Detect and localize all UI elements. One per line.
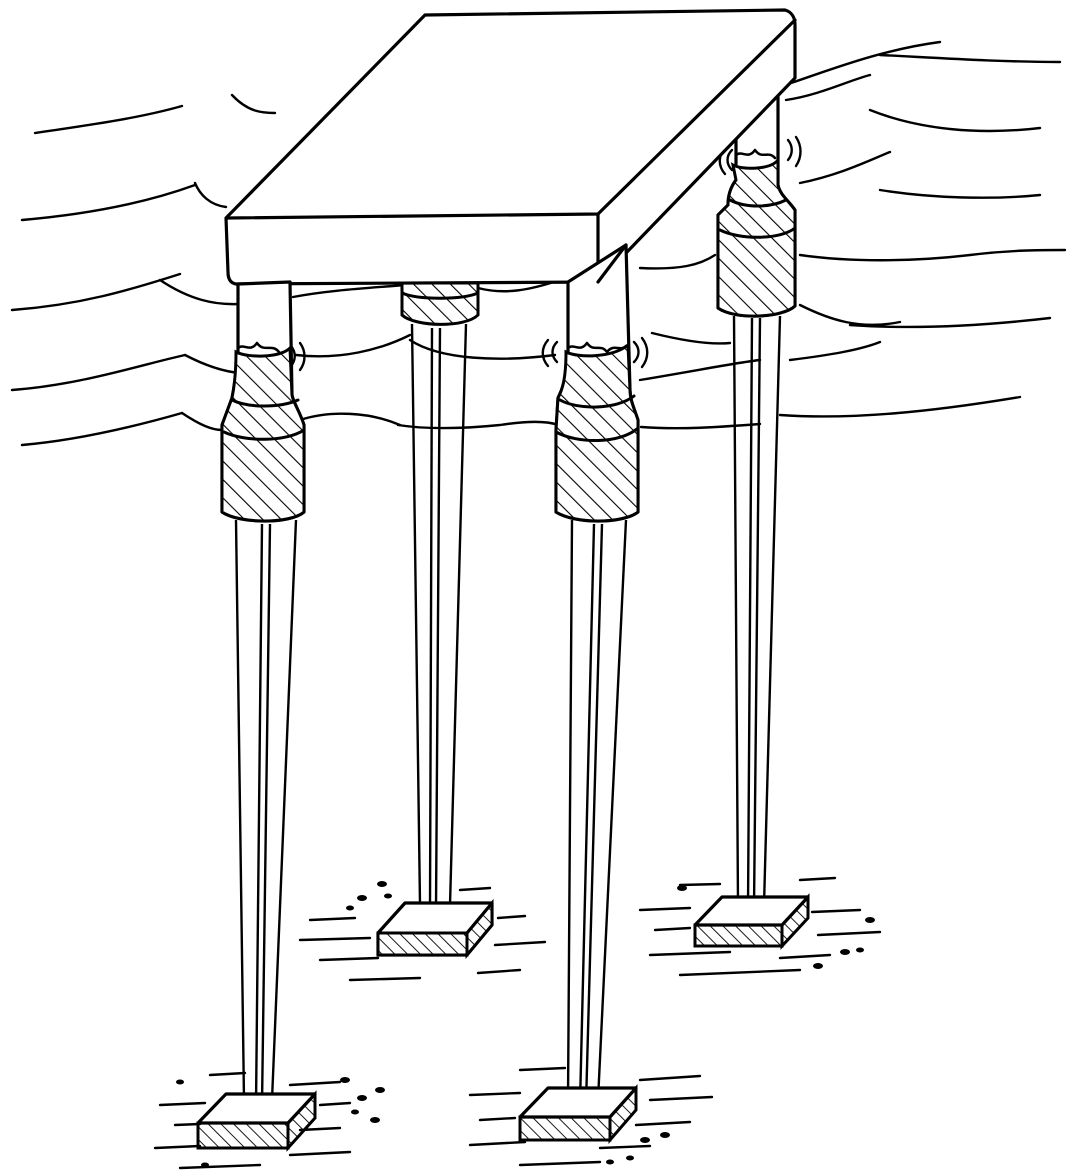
foundation-template-back-left bbox=[376, 898, 494, 960]
tendon-bundle-front-left bbox=[234, 519, 298, 1106]
column-front-left bbox=[220, 280, 306, 523]
tendon-bundle-back-right bbox=[732, 315, 782, 909]
foundation-template-back-right bbox=[693, 893, 810, 950]
tendon-bundle-front-right bbox=[566, 519, 628, 1105]
foundation-template-front-right bbox=[518, 1084, 638, 1145]
water-surface bbox=[10, 40, 1067, 447]
column-back-left bbox=[400, 281, 480, 326]
foundation-template-front-left bbox=[196, 1090, 317, 1152]
tendon-bundle-back-left bbox=[410, 323, 468, 909]
seabed bbox=[153, 876, 882, 1170]
column-front-right bbox=[554, 243, 640, 523]
column-back-right bbox=[716, 88, 797, 318]
deck bbox=[224, 8, 797, 286]
